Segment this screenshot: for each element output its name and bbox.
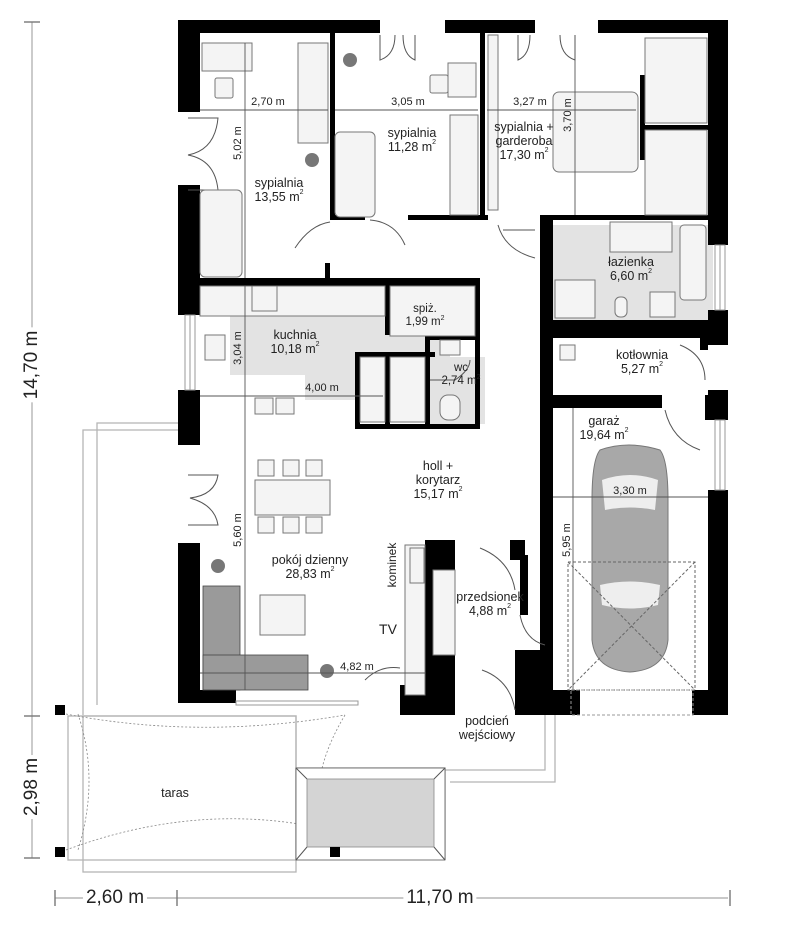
room-name-line2: garderoba	[495, 134, 553, 148]
dim-kitchen-length: 3,04 m	[232, 331, 244, 365]
room-area: 13,55 m2	[254, 189, 304, 204]
doors	[187, 34, 706, 711]
dim-garage-length: 5,95 m	[561, 523, 573, 557]
room-area: 11,28 m2	[387, 139, 437, 154]
room-name: spiż.	[413, 303, 437, 316]
dim-terrace-depth: 2,98 m	[21, 754, 43, 820]
dim-house-depth: 14,70 m	[21, 327, 43, 403]
room-area: 2,74 m2	[441, 374, 481, 387]
room-name: garaż	[588, 414, 620, 428]
dim-bedroom3-length: 3,70 m	[562, 98, 574, 132]
dim-bedroom2-width: 3,05 m	[391, 96, 425, 108]
dim-living-width: 4,82 m	[340, 661, 374, 673]
room-label-sypialnia-2: sypialnia 11,28 m2	[388, 126, 437, 154]
room-name: sypialnia	[387, 126, 437, 140]
room-name-line2: wejściowy	[458, 728, 516, 742]
room-label-przedsionek: przedsionek 4,88 m2	[456, 590, 523, 618]
dim-house-width: 11,70 m	[403, 887, 477, 909]
walls	[178, 20, 728, 715]
room-area: 15,17 m2	[413, 486, 463, 501]
room-name: kotłownia	[615, 348, 669, 362]
room-label-sypialnia-garderoba: sypialnia + garderoba 17,30 m2	[494, 120, 553, 162]
room-name: przedsionek	[456, 590, 524, 604]
room-label-kuchnia: kuchnia 10,18 m2	[270, 328, 319, 356]
room-area: 4,88 m2	[468, 603, 512, 618]
dim-kitchen-width: 4,00 m	[305, 382, 339, 394]
room-label-podcien: podcień wejściowy	[459, 714, 515, 742]
room-label-sypialnia-1: sypialnia 13,55 m2	[254, 176, 303, 204]
dim-living-length: 5,60 m	[232, 513, 244, 547]
room-name-line1: podcień	[465, 714, 509, 728]
room-name: pokój dzienny	[271, 553, 349, 567]
room-label-lazienka: łazienka 6,60 m2	[608, 255, 654, 283]
room-area: 19,64 m2	[579, 427, 629, 442]
room-name: kuchnia	[273, 328, 317, 342]
kominek-label: kominek	[385, 542, 399, 588]
furniture	[199, 34, 708, 696]
dim-bedroom1-length: 5,02 m	[232, 126, 244, 160]
room-name-line1: holl +	[422, 459, 454, 473]
room-label-kotlownia: kotłownia 5,27 m2	[616, 348, 668, 376]
tv-label: TV	[379, 621, 397, 638]
room-name: wc	[453, 362, 469, 375]
room-name: taras	[161, 786, 189, 800]
room-label-taras: taras	[161, 786, 189, 800]
car	[567, 444, 696, 716]
plants	[211, 53, 357, 678]
windows	[184, 244, 726, 706]
room-label-spiz: spiż. 1,99 m2	[405, 303, 444, 329]
room-label-holl-korytarz: holl + korytarz 15,17 m2	[413, 459, 462, 501]
room-name-line1: sypialnia +	[494, 120, 554, 134]
room-area: 1,99 m2	[405, 315, 445, 328]
room-area: 6,60 m2	[609, 268, 653, 283]
terrace-posts	[55, 705, 340, 857]
room-label-garaz: garaż 19,64 m2	[579, 414, 628, 442]
room-area: 17,30 m2	[499, 147, 549, 162]
room-area: 28,83 m2	[285, 566, 335, 581]
room-name: sypialnia	[254, 176, 304, 190]
room-label-pokoj-dzienny: pokój dzienny 28,83 m2	[272, 553, 348, 581]
pool	[295, 767, 446, 861]
dim-bedroom1-width: 2,70 m	[251, 96, 285, 108]
sofa	[202, 585, 309, 691]
room-area: 5,27 m2	[620, 361, 664, 376]
dim-bedroom3-width: 3,27 m	[513, 96, 547, 108]
dimension-lines	[200, 43, 708, 690]
room-name-line2: korytarz	[415, 473, 461, 487]
room-area: 10,18 m2	[270, 341, 320, 356]
dim-garage-width: 3,30 m	[613, 485, 647, 497]
room-name: łazienka	[608, 255, 654, 269]
room-label-wc: wc 2,74 m2	[441, 362, 480, 388]
dim-terrace-width: 2,60 m	[82, 887, 148, 909]
